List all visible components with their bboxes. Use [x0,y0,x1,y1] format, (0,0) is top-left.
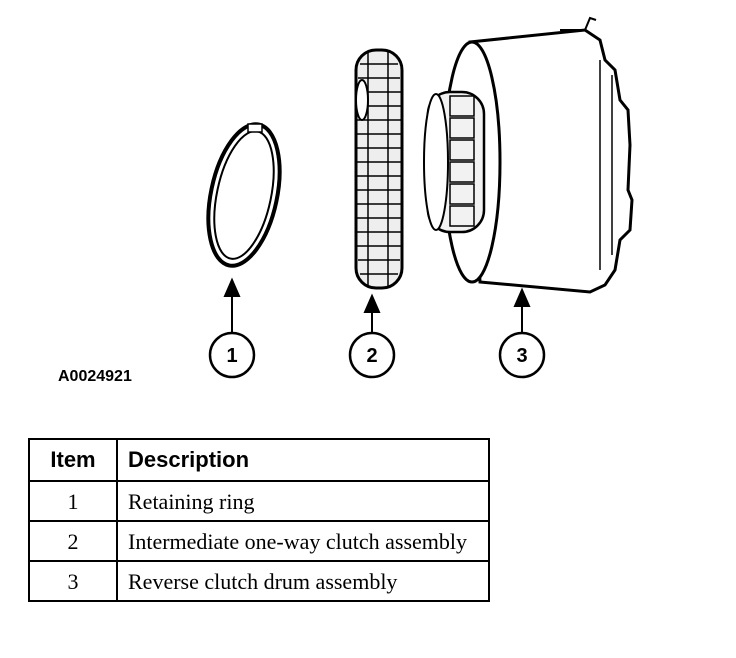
row-description: Intermediate one-way clutch assembly [116,520,490,562]
table-row: 2 Intermediate one-way clutch assembly [28,520,490,562]
table-row: 3 Reverse clutch drum assembly [28,560,490,602]
reverse-clutch-drum-drawing [423,16,634,294]
header-description: Description [116,438,490,482]
one-way-clutch-drawing [354,48,404,290]
row-description: Reverse clutch drum assembly [116,560,490,602]
row-item: 3 [28,560,118,602]
parts-legend-table: Item Description 1 Retaining ring 2 Inte… [28,438,490,602]
figure-code: A0024921 [58,368,132,385]
row-item: 2 [28,520,118,562]
table-row: 1 Retaining ring [28,480,490,522]
callout-2: 2 [348,331,396,379]
callout-1-label: 1 [226,345,237,367]
callout-1: 1 [208,331,256,379]
row-description: Retaining ring [116,480,490,522]
callout-2-label: 2 [366,345,377,367]
exploded-parts-illustration: 1 2 3 [206,16,634,379]
retaining-ring-drawing [206,122,282,268]
header-item: Item [28,438,118,482]
callout-arrows [223,277,531,332]
callout-3-label: 3 [516,345,527,367]
row-item: 1 [28,480,118,522]
table-header-row: Item Description [28,438,490,482]
callout-3: 3 [498,331,546,379]
